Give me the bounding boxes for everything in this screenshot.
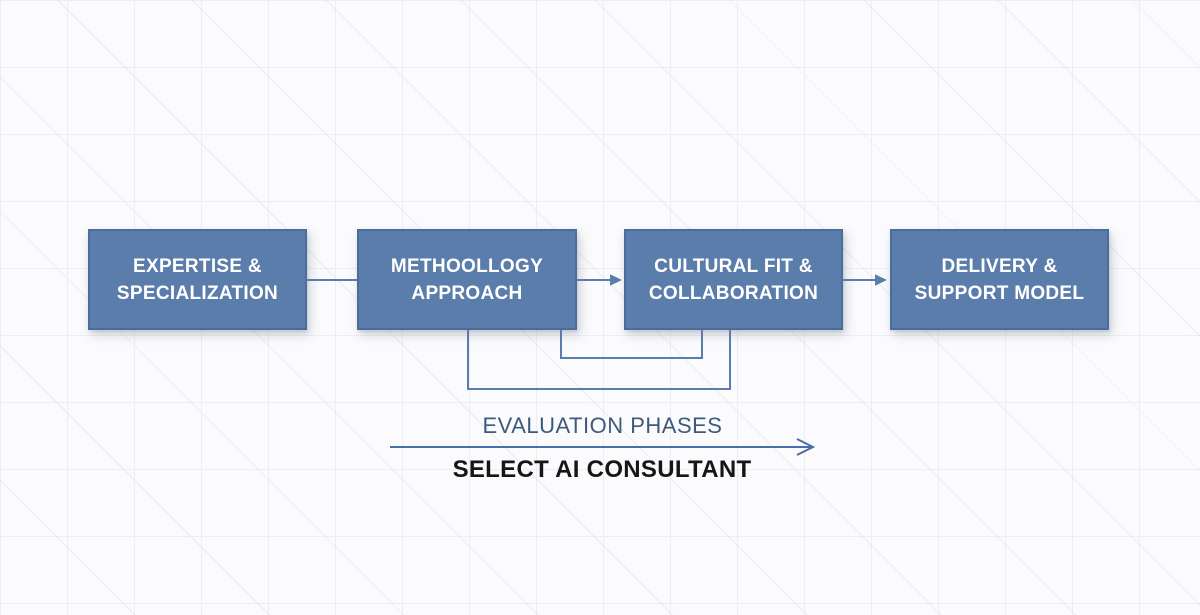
- flow-box-delivery-support-model: DELIVERY & SUPPORT MODEL: [890, 229, 1109, 330]
- select-ai-consultant-title: SELECT AI CONSULTANT: [452, 456, 752, 483]
- evaluation-phases-label: EVALUATION PHASES: [482, 413, 723, 438]
- bracket-inner: [560, 330, 703, 359]
- flow-box-label-line: SUPPORT MODEL: [914, 282, 1085, 304]
- arrowhead-methodology-cultural: [610, 274, 622, 286]
- flow-box-cultural-fit-collaboration: CULTURAL FIT & COLLABORATION: [624, 229, 843, 330]
- flow-box-label-line: CULTURAL FIT &: [654, 255, 813, 277]
- flow-box-label-line: DELIVERY &: [941, 255, 1058, 277]
- flow-box-label-line: APPROACH: [411, 282, 523, 304]
- bracket-outer: [467, 330, 731, 390]
- flow-box-label-line: SPECIALIZATION: [116, 282, 279, 304]
- arrowhead-cultural-delivery: [875, 274, 887, 286]
- evaluation-phases-arrowhead: [796, 438, 816, 456]
- flow-box-expertise-specialization: EXPERTISE & SPECIALIZATION: [88, 229, 307, 330]
- flow-box-methodology-approach: METHOOLLOGY APPROACH: [357, 229, 577, 330]
- flow-box-label-line: EXPERTISE &: [133, 255, 262, 277]
- flow-box-label-line: METHOOLLOGY: [390, 255, 544, 277]
- flow-box-label-line: COLLABORATION: [648, 282, 819, 304]
